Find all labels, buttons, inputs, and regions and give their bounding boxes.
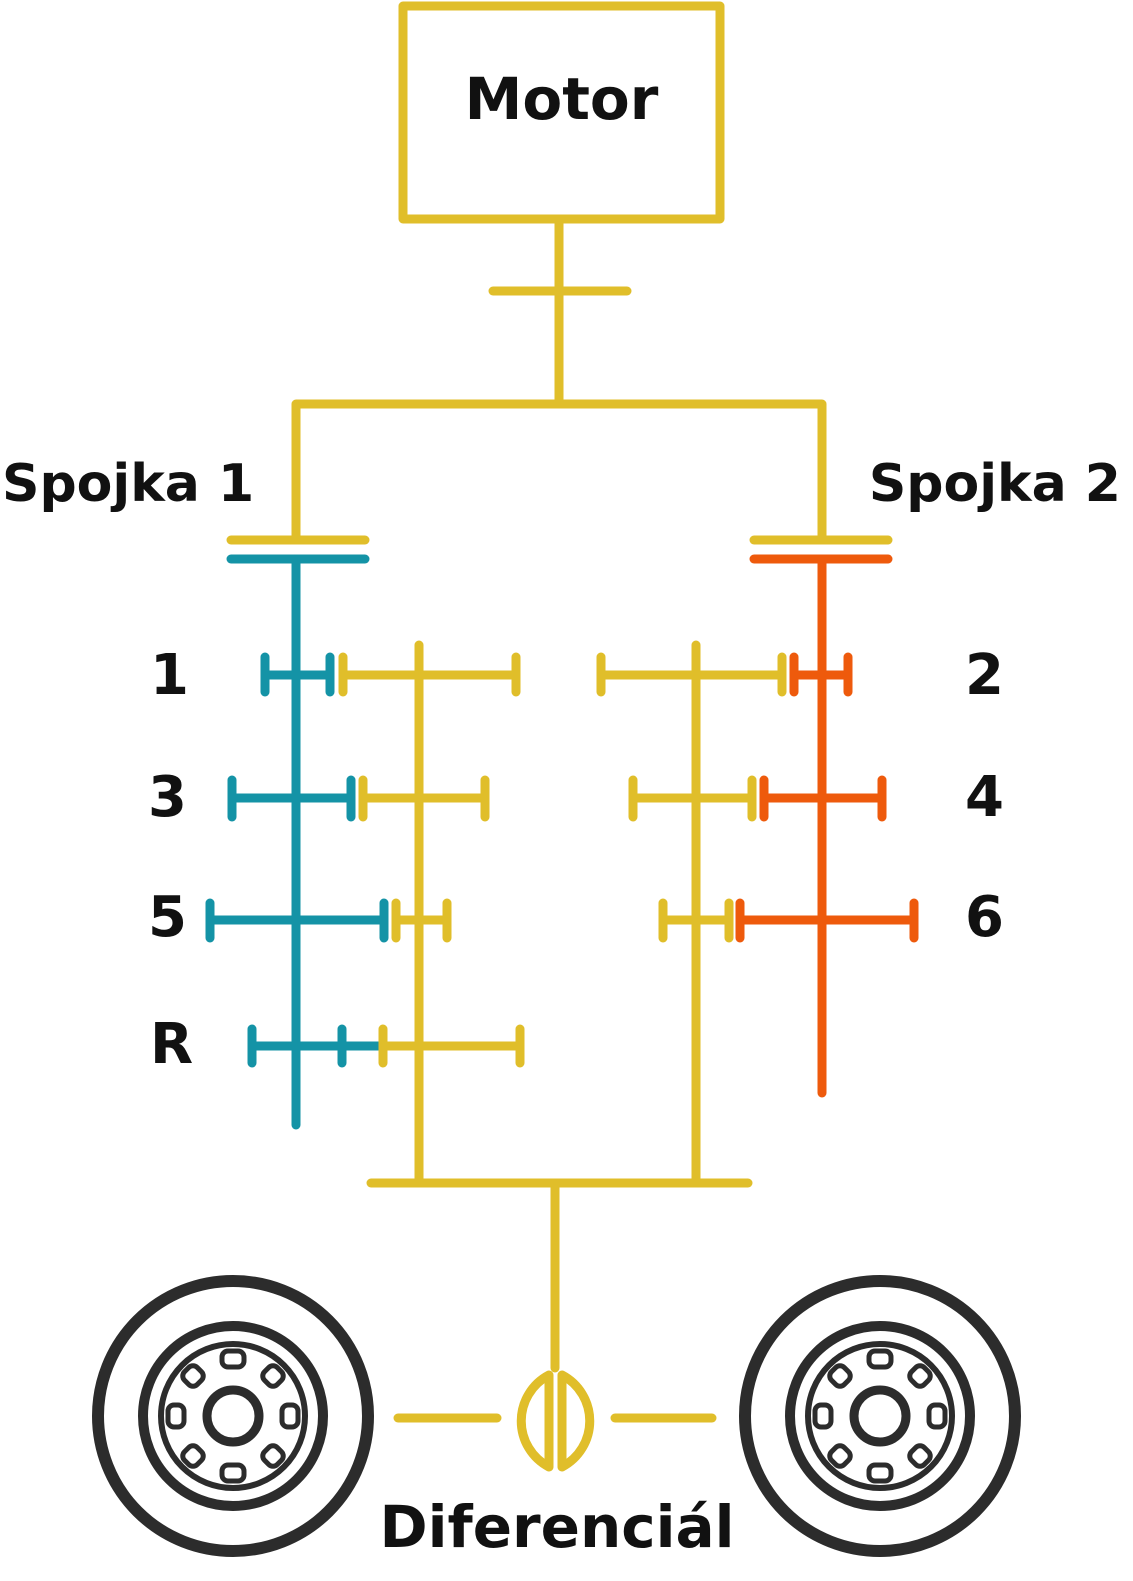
clutch1-label: Spojka 1 (2, 454, 255, 514)
gear-5-label: 5 (148, 885, 187, 950)
gear-6-pair (658, 898, 919, 943)
gear-1-pair (260, 652, 521, 697)
gear-reverse-label: R (150, 1012, 194, 1077)
differential-icon (393, 1370, 717, 1472)
gear-3-label: 3 (148, 765, 187, 830)
gear-2-pair (596, 652, 853, 697)
clutch-split-bar (291, 399, 827, 545)
wheel-icon (739, 1275, 1021, 1557)
clutch2-label: Spojka 2 (868, 454, 1121, 514)
gear-4-label: 4 (965, 765, 1004, 830)
gear-3-pair (227, 775, 490, 822)
gear-reverse-pair (247, 1024, 525, 1068)
gear-5-pair (205, 898, 452, 943)
gear-2-label: 2 (965, 643, 1004, 708)
differential-label: Diferenciál (379, 1493, 735, 1561)
motor-label: Motor (464, 65, 659, 133)
gear-1-label: 1 (150, 643, 189, 708)
wheel-icon (92, 1275, 374, 1557)
gear-4-pair (628, 775, 887, 822)
gear-6-label: 6 (965, 885, 1004, 950)
